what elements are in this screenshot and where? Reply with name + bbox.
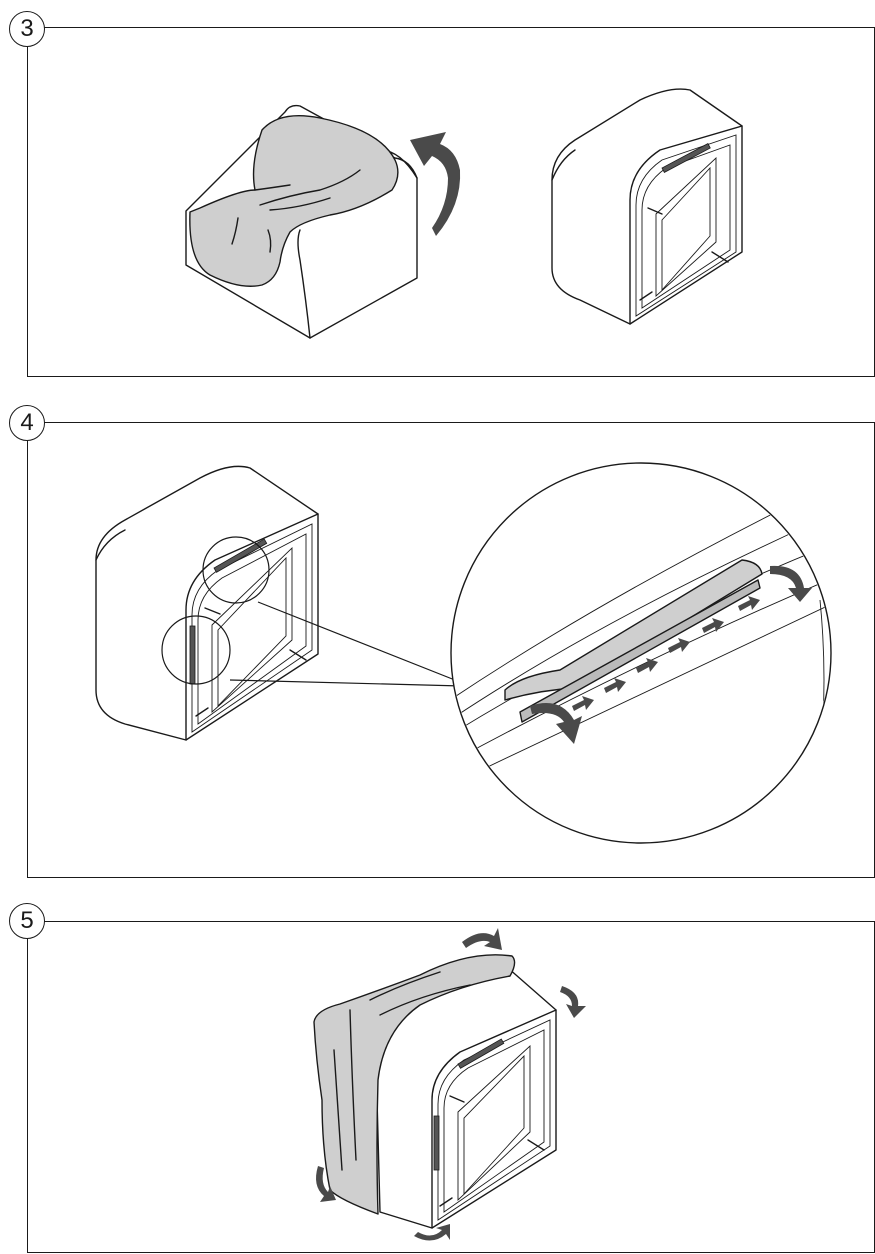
- curved-arrow-icon: [560, 986, 586, 1018]
- curved-arrow-icon: [462, 928, 502, 950]
- chair-with-cover-pulled: [314, 955, 556, 1228]
